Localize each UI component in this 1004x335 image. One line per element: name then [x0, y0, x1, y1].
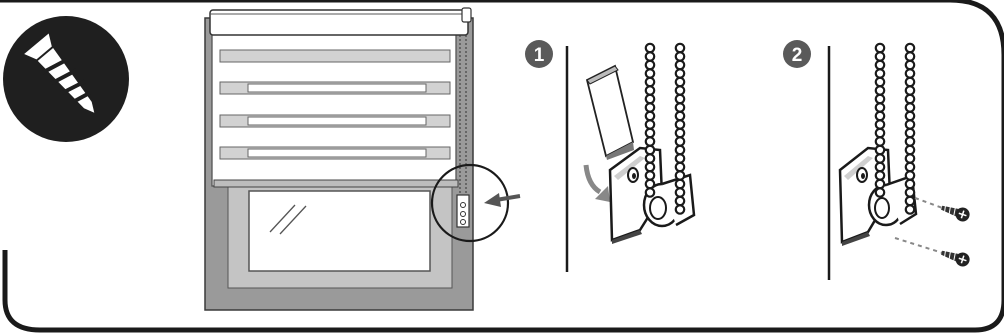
- bead-chain-left-2: [876, 44, 884, 197]
- chain-bead: [676, 163, 684, 171]
- step-1-number: 1: [534, 45, 545, 66]
- bead-chain-left: [646, 44, 654, 197]
- chain-bead: [676, 86, 684, 94]
- chain-bead: [876, 95, 884, 103]
- chain-bead: [676, 188, 684, 196]
- chain-bead: [876, 171, 884, 179]
- chain-bead: [676, 129, 684, 137]
- chain-bead: [876, 188, 884, 196]
- chain-bead: [876, 78, 884, 86]
- screw-icon: [940, 201, 972, 223]
- chain-bead: [646, 86, 654, 94]
- chain-bead: [876, 163, 884, 171]
- chain-bead: [646, 171, 654, 179]
- window-glass: [249, 191, 430, 271]
- chain-bead: [906, 120, 914, 128]
- chain-bead: [646, 69, 654, 77]
- chain-bead: [876, 137, 884, 145]
- chain-bead: [876, 120, 884, 128]
- chain-bead: [906, 52, 914, 60]
- chain-bead: [676, 103, 684, 111]
- chain-bead: [676, 52, 684, 60]
- chain-bead: [646, 103, 654, 111]
- chain-bead: [906, 197, 914, 205]
- chain-bead: [646, 120, 654, 128]
- chain-bead: [676, 197, 684, 205]
- bottom-rail: [214, 180, 458, 187]
- chain-bead: [676, 120, 684, 128]
- callout-arrow-icon: [484, 193, 520, 207]
- chain-bead: [906, 171, 914, 179]
- chain-bead: [646, 61, 654, 69]
- window-illustration: [205, 8, 520, 310]
- chain-bead: [876, 44, 884, 52]
- chain-bead: [906, 86, 914, 94]
- chain-bead: [906, 44, 914, 52]
- chain-bead: [646, 129, 654, 137]
- chain-bead: [906, 103, 914, 111]
- chain-bead: [676, 171, 684, 179]
- chain-bead: [676, 112, 684, 120]
- chain-bead: [906, 188, 914, 196]
- chain-bead: [876, 69, 884, 77]
- chain-bead: [676, 154, 684, 162]
- chain-bead: [906, 78, 914, 86]
- chain-bead: [646, 44, 654, 52]
- chain-bead: [646, 188, 654, 196]
- chain-bead: [876, 61, 884, 69]
- chain-bead: [676, 180, 684, 188]
- step-2-number: 2: [792, 45, 803, 66]
- chain-bead: [646, 112, 654, 120]
- chain-bead: [876, 86, 884, 94]
- chain-bead: [646, 78, 654, 86]
- step-2-panel: 2: [783, 40, 971, 280]
- chain-bead: [646, 95, 654, 103]
- chain-bead: [676, 146, 684, 154]
- screw-icon: [3, 16, 129, 142]
- chain-bead: [876, 146, 884, 154]
- chain-bead: [906, 154, 914, 162]
- chain-bead: [646, 52, 654, 60]
- chain-bead: [646, 154, 654, 162]
- chain-bead: [906, 146, 914, 154]
- chain-bead: [676, 95, 684, 103]
- chain-bead: [676, 44, 684, 52]
- chain-bead: [676, 205, 684, 213]
- chain-bead: [906, 69, 914, 77]
- chain-bead: [906, 205, 914, 213]
- chain-bead: [876, 154, 884, 162]
- bead-chain-right: [676, 44, 684, 214]
- chain-bead: [906, 129, 914, 137]
- adhesive-pad-icon: [587, 66, 634, 160]
- chain-bead: [906, 137, 914, 145]
- chain-bead: [676, 137, 684, 145]
- chain-bead: [646, 180, 654, 188]
- chain-bead: [876, 129, 884, 137]
- chain-bead: [646, 146, 654, 154]
- chain-bead: [676, 61, 684, 69]
- chain-bead: [876, 103, 884, 111]
- chain-bead: [906, 163, 914, 171]
- screw-guide-bottom: [895, 238, 946, 254]
- chain-bead: [646, 137, 654, 145]
- chain-bead: [876, 52, 884, 60]
- step-1-panel: 1: [525, 40, 694, 272]
- screw-icon: [940, 246, 972, 268]
- chain-bead: [906, 180, 914, 188]
- chain-bead: [646, 163, 654, 171]
- bead-chain-right-2: [906, 44, 914, 214]
- chain-bead: [676, 69, 684, 77]
- chain-bead: [876, 112, 884, 120]
- chain-bead: [906, 61, 914, 69]
- chain-bead: [906, 95, 914, 103]
- chain-bead: [906, 112, 914, 120]
- curved-arrow-icon: [586, 165, 610, 202]
- chain-bead: [876, 180, 884, 188]
- chain-bead: [676, 78, 684, 86]
